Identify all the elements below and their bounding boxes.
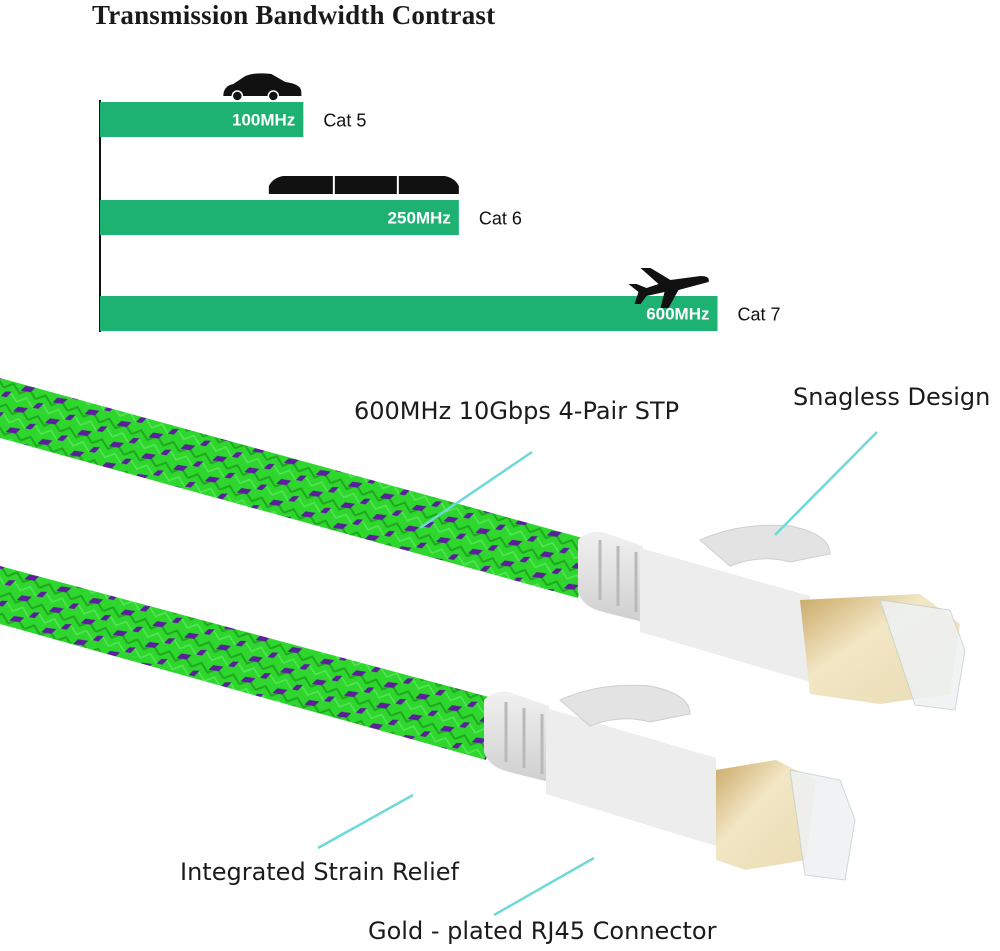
bar-value-label: 250MHz xyxy=(388,209,451,228)
chart-title: Transmission Bandwidth Contrast xyxy=(92,0,496,30)
bandwidth-chart: 100MHz Cat 5 250MHz Cat 6 600MHz Cat 7 xyxy=(99,73,781,332)
upper-rj45-connector xyxy=(578,524,966,711)
callout-line-strain-relief xyxy=(317,793,414,850)
bar-cat-5 xyxy=(100,102,304,137)
bar-cat-6 xyxy=(100,200,459,235)
category-label: Cat 6 xyxy=(479,209,522,229)
lower-cable xyxy=(0,566,500,760)
car-icon xyxy=(223,73,302,96)
callout-line-connector xyxy=(493,856,595,917)
callout-cable-spec: 600MHz 10Gbps 4-Pair STP xyxy=(354,397,680,425)
callout-snagless-design: Snagless Design xyxy=(793,383,991,411)
car-wheel xyxy=(267,90,280,102)
callout-line-snagless xyxy=(774,431,878,536)
callout-line-cable-spec xyxy=(419,450,533,530)
upper-cable xyxy=(0,378,590,598)
bar-cat-7 xyxy=(100,296,718,331)
callout-strain-relief: Integrated Strain Relief xyxy=(180,858,459,886)
bar-value-label: 100MHz xyxy=(232,111,295,130)
category-label: Cat 5 xyxy=(323,111,366,131)
bar-value-label: 600MHz xyxy=(646,305,709,324)
airplane-icon xyxy=(628,268,709,308)
car-wheel xyxy=(231,90,244,102)
lower-rj45-connector xyxy=(484,684,856,881)
category-label: Cat 7 xyxy=(738,305,781,325)
callout-gold-connector: Gold - plated RJ45 Connector xyxy=(368,917,717,945)
train-icon xyxy=(268,176,459,194)
